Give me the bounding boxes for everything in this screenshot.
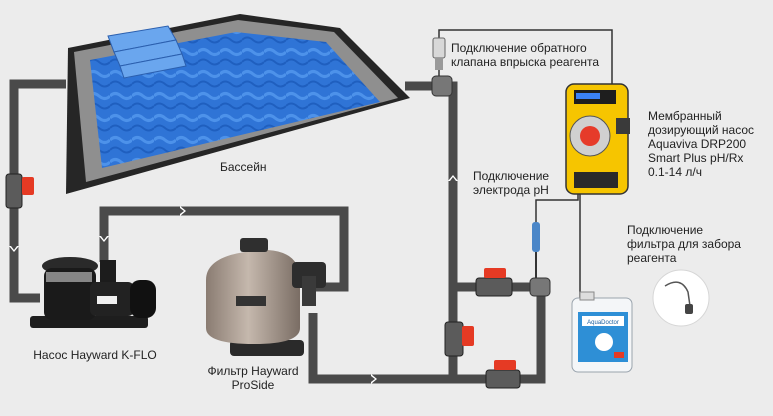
- pipe-filter-outlet: [308, 313, 506, 384]
- check-valve-label: Подключение обратного клапана впрыска ре…: [451, 41, 600, 69]
- suction-filter-label: Подключение фильтра для забора реагента: [627, 223, 741, 265]
- ph-electrode: [532, 184, 579, 278]
- pump-label: Насос Hayward K-FLO: [33, 348, 157, 362]
- reagent-canister: AquaDoctor: [571, 291, 633, 373]
- flow-arrow-icon: [180, 206, 186, 216]
- flow-arrow-icon: [371, 374, 377, 384]
- flow-arrow-icon: [99, 236, 109, 242]
- pipe-return-riser: [405, 81, 458, 379]
- dosing-pump-label: Мембранный дозирующий насос Aquaviva DRP…: [648, 109, 755, 179]
- flow-arrow-icon: [448, 175, 458, 181]
- ph-electrode-label: Подключение электрода pH: [473, 169, 550, 197]
- valve-bypass-top: [475, 268, 513, 297]
- valve-riser: [444, 321, 474, 357]
- filter-label: Фильтр Hayward ProSide: [207, 364, 299, 392]
- tee-fitting: [431, 75, 551, 297]
- valve-left: [5, 173, 34, 209]
- pump-illustration: [30, 257, 156, 328]
- filter-illustration: [206, 238, 326, 356]
- valve-bottom: [485, 360, 521, 389]
- dosing-pump-illustration: [565, 83, 630, 300]
- pool-illustration: [66, 14, 410, 194]
- flow-arrow-icon: [9, 246, 19, 252]
- canister-brand-label: AquaDoctor: [587, 320, 619, 326]
- suction-filter-inset: [652, 269, 710, 327]
- pipe-pump-to-filter: [99, 206, 349, 292]
- flow-arrows: [9, 175, 458, 384]
- check-valve-line: [432, 29, 613, 84]
- pool-label: Бассейн: [220, 160, 267, 174]
